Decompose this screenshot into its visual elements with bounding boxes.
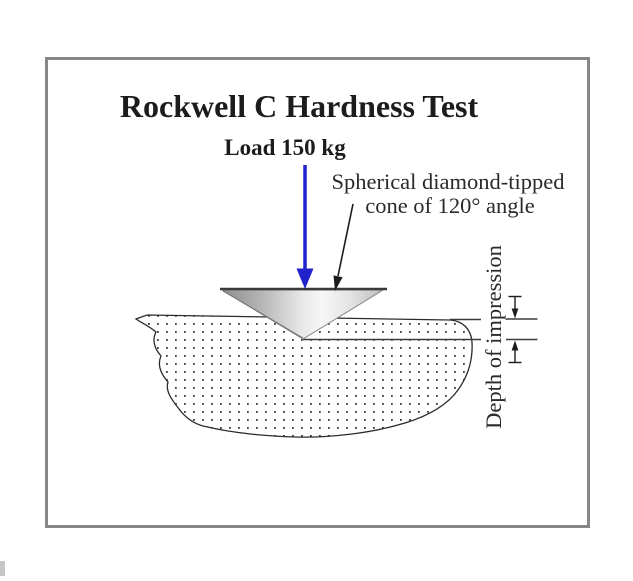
- indenter-label-line1: Spherical diamond-tipped: [331, 169, 564, 194]
- indenter-cone: [220, 287, 387, 340]
- indenter-label-line2: cone of 120° angle: [365, 193, 535, 218]
- surface-reference-line: [450, 318, 538, 321]
- depth-of-impression-label: Depth of impression: [481, 245, 506, 429]
- depth-dimension-arrow-bottom: [508, 340, 522, 364]
- load-label: Load 150 kg: [224, 135, 346, 160]
- diagram-frame: [45, 57, 590, 528]
- indenter-pointer-arrow: [333, 203, 354, 291]
- load-arrow: [296, 165, 314, 289]
- edge-scrollbar-fragment: [0, 561, 5, 576]
- specimen-blob: [134, 314, 473, 438]
- load-arrow-head: [296, 268, 314, 289]
- depth-dimension-arrow-top: [508, 295, 522, 319]
- diagram-title: Rockwell C Hardness Test: [120, 88, 479, 124]
